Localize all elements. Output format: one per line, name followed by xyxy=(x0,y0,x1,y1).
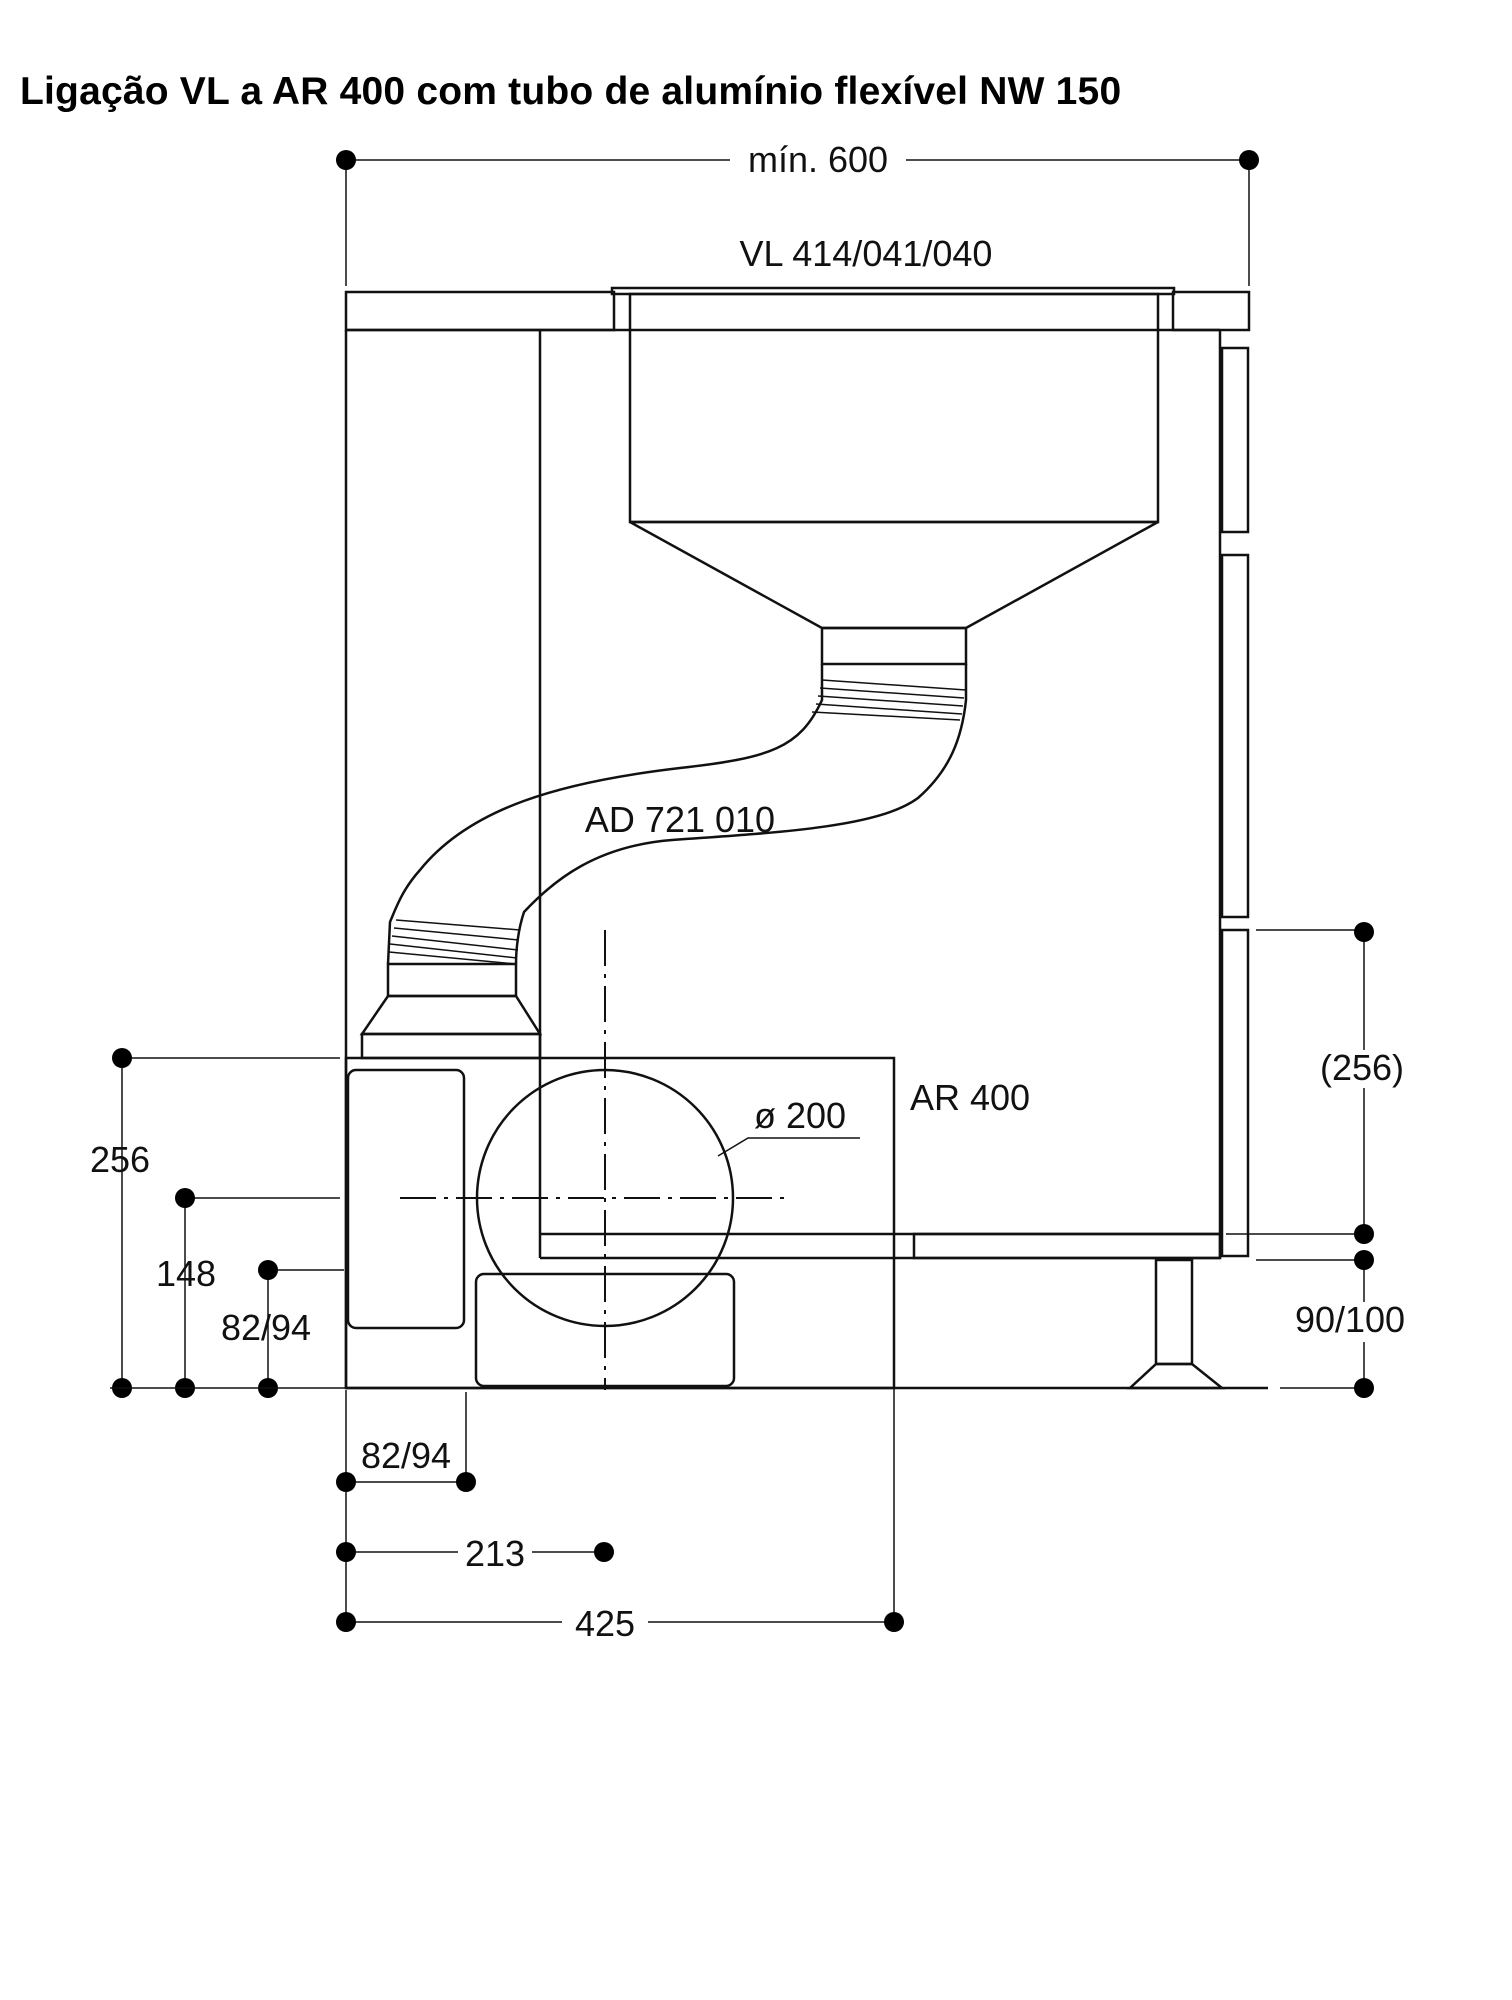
flexible-hose xyxy=(386,664,968,965)
dim-width-total: 425 xyxy=(575,1603,635,1644)
label-width-min: mín. 600 xyxy=(748,139,888,180)
plenum-box xyxy=(344,930,896,1390)
dimension-bottom xyxy=(336,1388,904,1632)
dimension-right xyxy=(1226,922,1374,1398)
dim-height-total: 256 xyxy=(90,1139,150,1180)
label-cooktop-model: VL 414/041/040 xyxy=(740,233,993,274)
plinth-foot xyxy=(1126,1258,1226,1390)
label-hose-model: AD 721 010 xyxy=(585,799,775,840)
label-diameter: ø 200 xyxy=(754,1095,846,1136)
page-title: Ligação VL a AR 400 com tubo de alumínio… xyxy=(20,70,1122,113)
dim-height-center: 148 xyxy=(156,1253,216,1294)
dim-width-center: 213 xyxy=(465,1533,525,1574)
cooktop-unit xyxy=(628,292,1160,666)
dim-height-box-left: 82/94 xyxy=(221,1307,311,1348)
dimension-left xyxy=(110,1048,346,1398)
dimension-width-min xyxy=(336,150,1259,286)
label-plenum-model: AR 400 xyxy=(910,1077,1030,1118)
dim-drawer-height: (256) xyxy=(1320,1047,1404,1088)
dim-width-box-left: 82/94 xyxy=(361,1435,451,1476)
drawer-fronts xyxy=(1220,346,1250,1258)
cabinet xyxy=(344,328,1222,1388)
dim-plinth-height: 90/100 xyxy=(1295,1299,1405,1340)
hose-connector xyxy=(359,962,543,1060)
